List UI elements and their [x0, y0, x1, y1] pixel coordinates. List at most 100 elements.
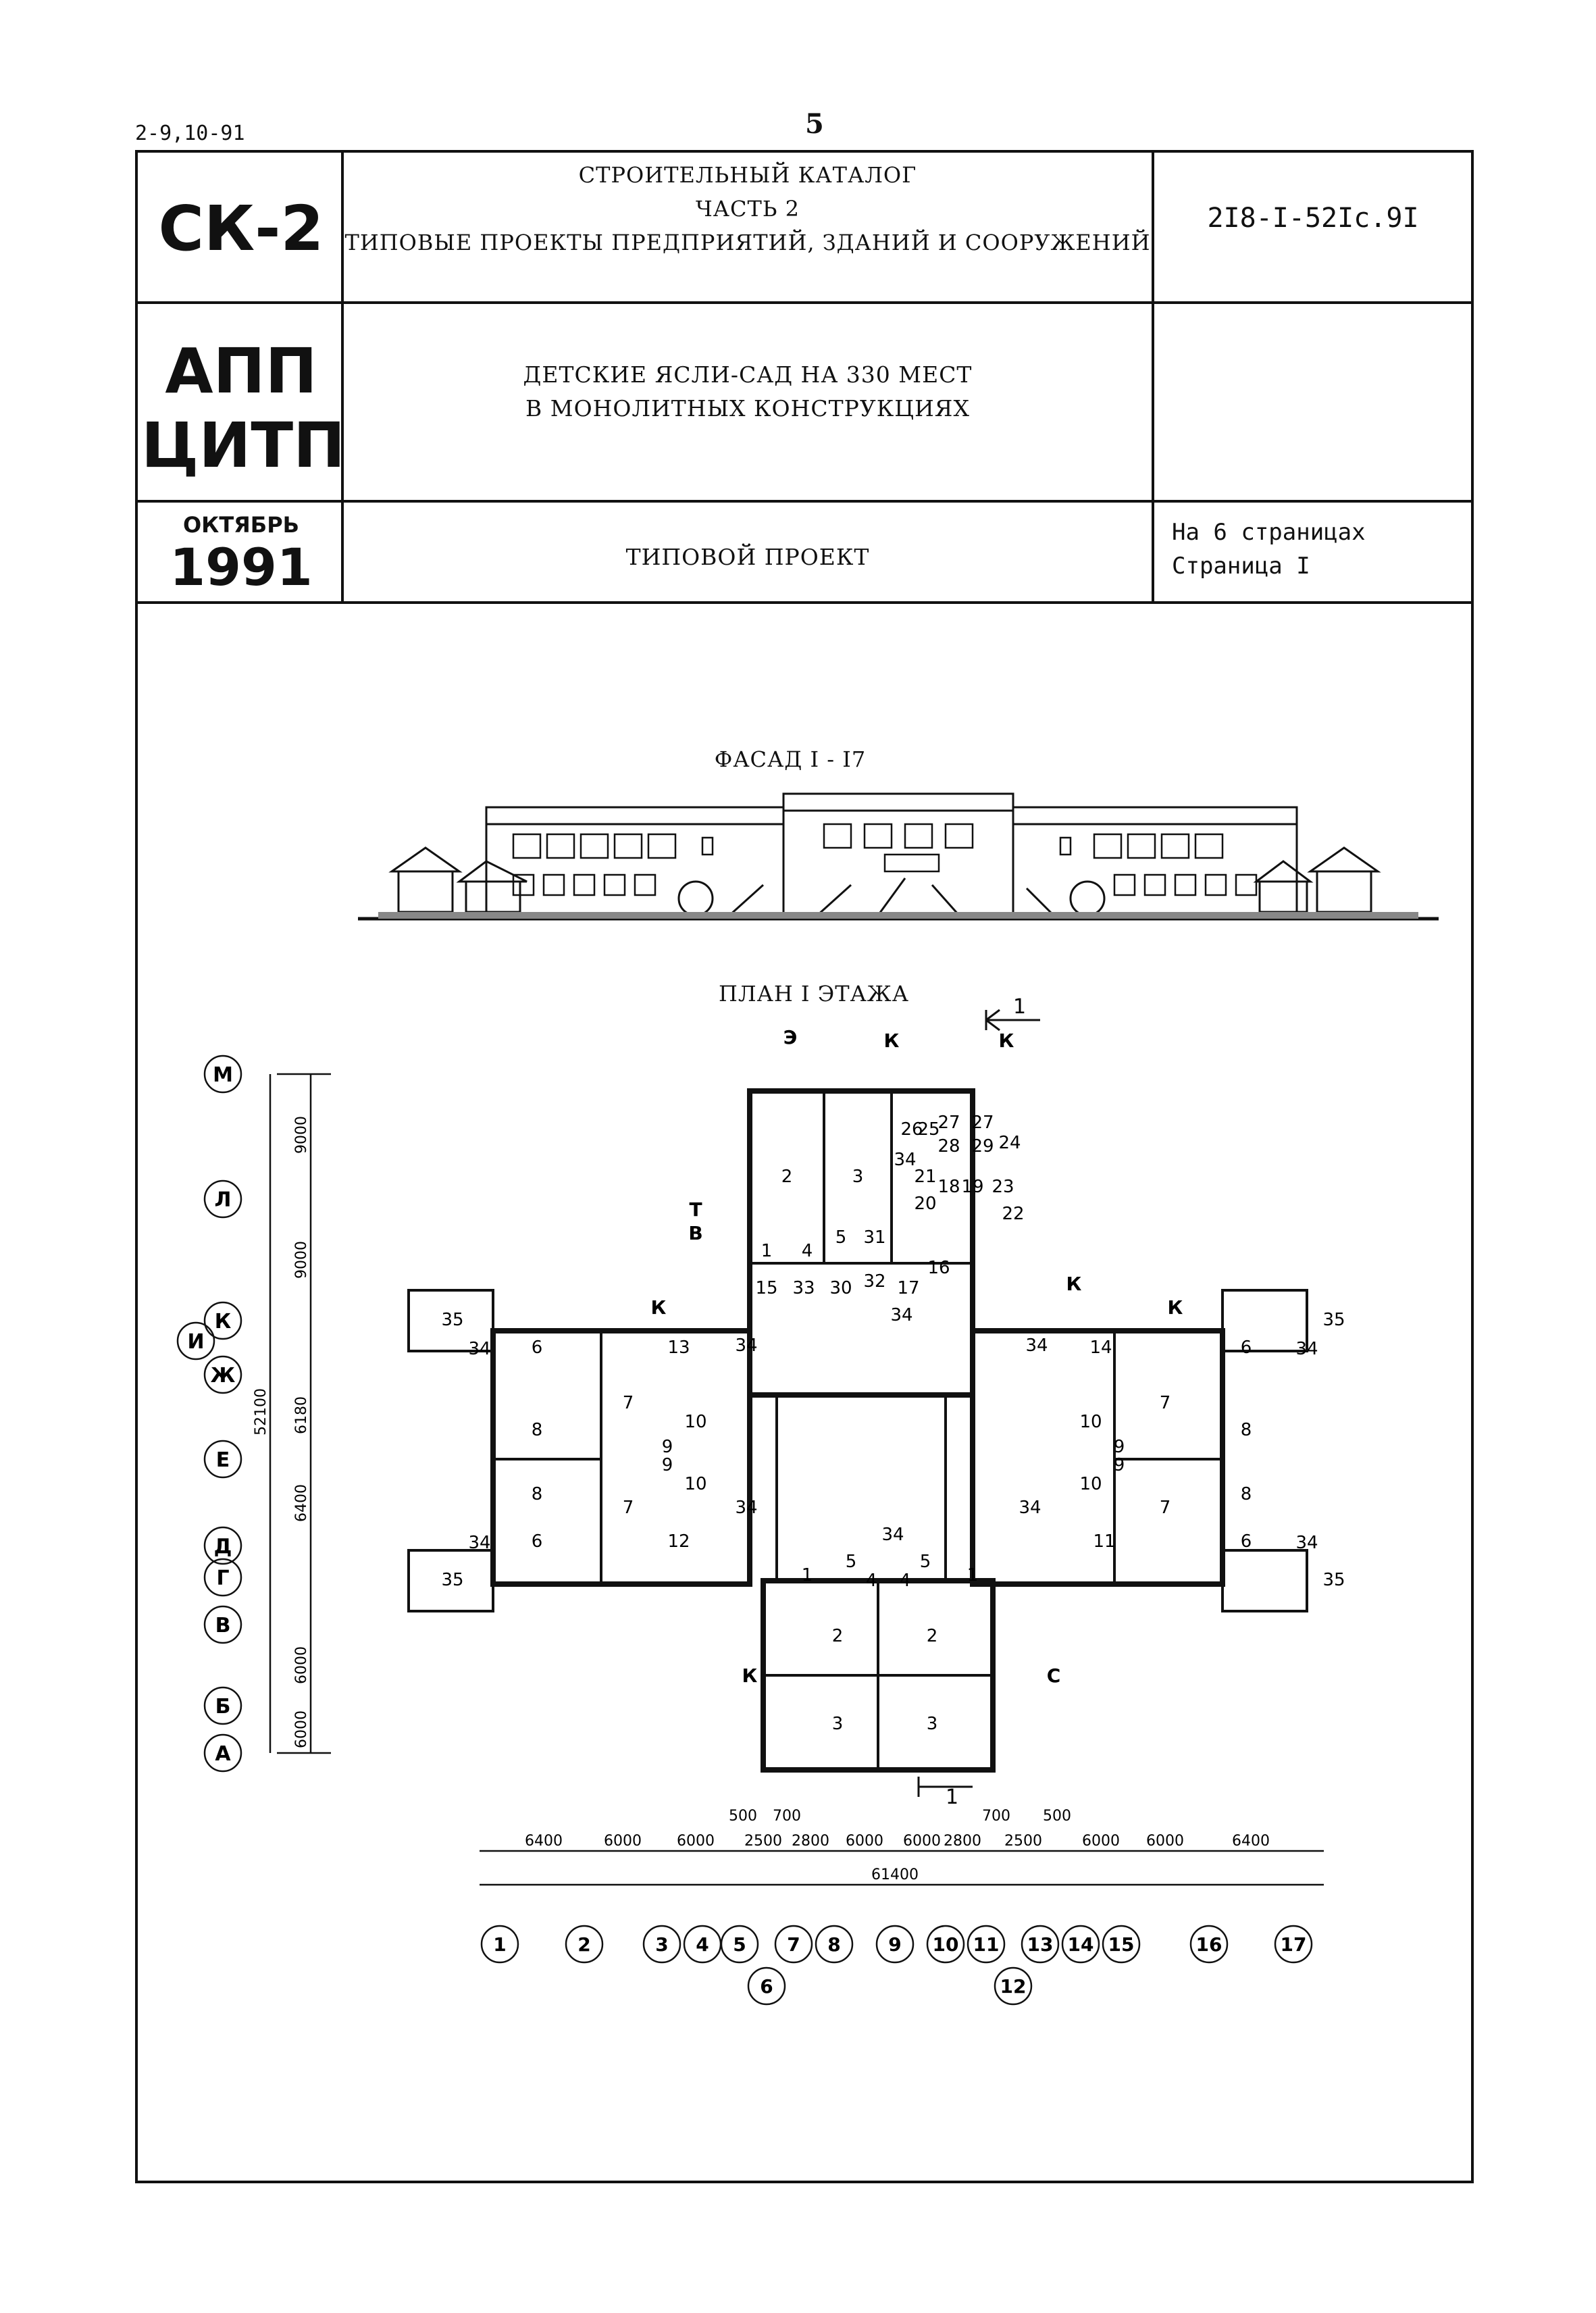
room-9-e1: 9	[1114, 1437, 1125, 1457]
col-dim-10: 2800	[944, 1833, 981, 1850]
project-title-2: В МОНОЛИТНЫХ КОНСТРУКЦИЯХ	[525, 395, 970, 422]
header-divider-3	[135, 601, 1474, 604]
room-34-ne: 34	[1295, 1339, 1318, 1359]
axis-col-5: 5	[733, 1933, 746, 1956]
axis-row-i: И	[187, 1330, 204, 1354]
room-5-s2: 5	[920, 1552, 931, 1572]
catalog-line-1: СТРОИТЕЛЬНЫЙ КАТАЛОГ	[578, 162, 917, 188]
logo-sk2: СК-2	[158, 193, 324, 265]
section-mark-top: 1	[1013, 995, 1026, 1019]
room-4: 4	[802, 1241, 813, 1261]
header-col-2	[1152, 150, 1154, 603]
year: 1991	[170, 537, 313, 597]
col-dim-9: 6000	[903, 1833, 941, 1850]
room-35-se: 35	[1322, 1570, 1345, 1590]
room-17: 17	[897, 1278, 919, 1298]
axis-row-b: Б	[215, 1695, 231, 1719]
axis-col-9: 9	[888, 1933, 901, 1956]
room-7-e2: 7	[1160, 1498, 1171, 1518]
axis-row-e: Е	[216, 1448, 230, 1472]
sheet-frame	[135, 150, 1474, 2183]
room-3-s2: 3	[927, 1714, 938, 1734]
header-col-1	[341, 150, 344, 603]
room-5-s1: 5	[846, 1552, 857, 1572]
axis-row-v: В	[215, 1614, 231, 1637]
room-3-s1: 3	[832, 1714, 844, 1734]
project-title-1: ДЕТСКИЕ ЯСЛИ-САД НА 330 МЕСТ	[523, 361, 973, 388]
axis-col-6: 6	[760, 1975, 773, 1998]
room-1-s2: 1	[967, 1565, 979, 1585]
axis-col-11: 11	[973, 1933, 1000, 1956]
axis-col-14: 14	[1068, 1933, 1094, 1956]
room-4-s1: 4	[866, 1571, 877, 1591]
axis-row-m: М	[213, 1063, 233, 1087]
room-8-e2: 8	[1241, 1484, 1252, 1504]
row-dim-5: 6180	[293, 1396, 310, 1434]
axis-col-4: 4	[696, 1933, 709, 1956]
room-10-e2: 10	[1079, 1474, 1102, 1494]
axis-row-k: К	[215, 1310, 232, 1333]
room-34-sw: 34	[468, 1533, 490, 1553]
col-dim-11: 700	[982, 1808, 1010, 1825]
row-dim-10: 6000	[293, 1710, 310, 1748]
catalog-line-2: ЧАСТЬ 2	[696, 196, 800, 222]
room-6-se: 6	[1241, 1531, 1252, 1552]
room-34-wc: 34	[735, 1498, 757, 1518]
entry-k-ne: К	[1168, 1296, 1183, 1319]
col-dim-1: 6400	[525, 1833, 563, 1850]
row-dim-2: 9000	[293, 1241, 310, 1279]
room-21: 21	[914, 1167, 936, 1187]
room-2-s1: 2	[832, 1626, 844, 1646]
room-22: 22	[1002, 1204, 1024, 1224]
room-34-ec: 34	[1019, 1498, 1041, 1518]
doc-type: ТИПОВОЙ ПРОЕКТ	[625, 544, 870, 570]
entry-k-n2: К	[999, 1030, 1014, 1052]
axis-col-15: 15	[1108, 1933, 1135, 1956]
entry-k-e: К	[1066, 1273, 1082, 1295]
col-dim-16: 6400	[1232, 1833, 1270, 1850]
facade-drawing	[358, 792, 1439, 921]
page-number: 5	[805, 108, 824, 140]
room-14: 14	[1089, 1338, 1112, 1358]
room-6-nw: 6	[532, 1338, 543, 1358]
room-19: 19	[961, 1177, 983, 1197]
entry-k-s: К	[742, 1664, 758, 1687]
col-dim-2: 6000	[604, 1833, 642, 1850]
room-34-north: 34	[890, 1305, 912, 1325]
room-16: 16	[927, 1258, 950, 1278]
axis-row-a: А	[215, 1742, 231, 1766]
room-7-w1: 7	[623, 1393, 634, 1413]
axis-col-10: 10	[933, 1933, 959, 1956]
room-30: 30	[829, 1278, 852, 1298]
room-3-north: 3	[852, 1167, 864, 1187]
axis-col-7: 7	[787, 1933, 800, 1956]
room-18: 18	[937, 1177, 960, 1197]
room-28: 28	[937, 1136, 960, 1156]
room-34-nw: 34	[468, 1339, 490, 1359]
room-34-nwc: 34	[735, 1336, 757, 1356]
col-dim-14: 6000	[1082, 1833, 1120, 1850]
row-dim-total: 52100	[253, 1388, 269, 1435]
room-2-north: 2	[781, 1167, 793, 1187]
header-divider-1	[135, 301, 1474, 304]
room-9-w2: 9	[662, 1455, 673, 1475]
entry-t: Т	[689, 1198, 702, 1221]
pages-count: На 6 страницах	[1172, 519, 1366, 546]
room-5: 5	[835, 1227, 847, 1248]
page-index: Страница I	[1172, 553, 1310, 580]
room-29: 29	[971, 1136, 994, 1156]
room-34-south: 34	[881, 1525, 904, 1545]
axis-col-8: 8	[827, 1933, 840, 1956]
axis-col-12: 12	[1000, 1975, 1027, 1998]
col-dim-15: 6000	[1146, 1833, 1184, 1850]
entry-k-w: К	[651, 1296, 667, 1319]
room-10-e1: 10	[1079, 1412, 1102, 1432]
axis-row-zh: Ж	[211, 1364, 236, 1388]
entry-v: В	[688, 1222, 702, 1244]
col-dim-total: 61400	[871, 1866, 919, 1883]
room-20: 20	[914, 1194, 936, 1214]
catalog-line-3: ТИПОВЫЕ ПРОЕКТЫ ПРЕДПРИЯТИЙ, ЗДАНИЙ И СО…	[344, 230, 1151, 255]
section-mark-bottom: 1	[946, 1785, 958, 1809]
room-13: 13	[667, 1338, 690, 1358]
header-divider-2	[135, 500, 1474, 503]
